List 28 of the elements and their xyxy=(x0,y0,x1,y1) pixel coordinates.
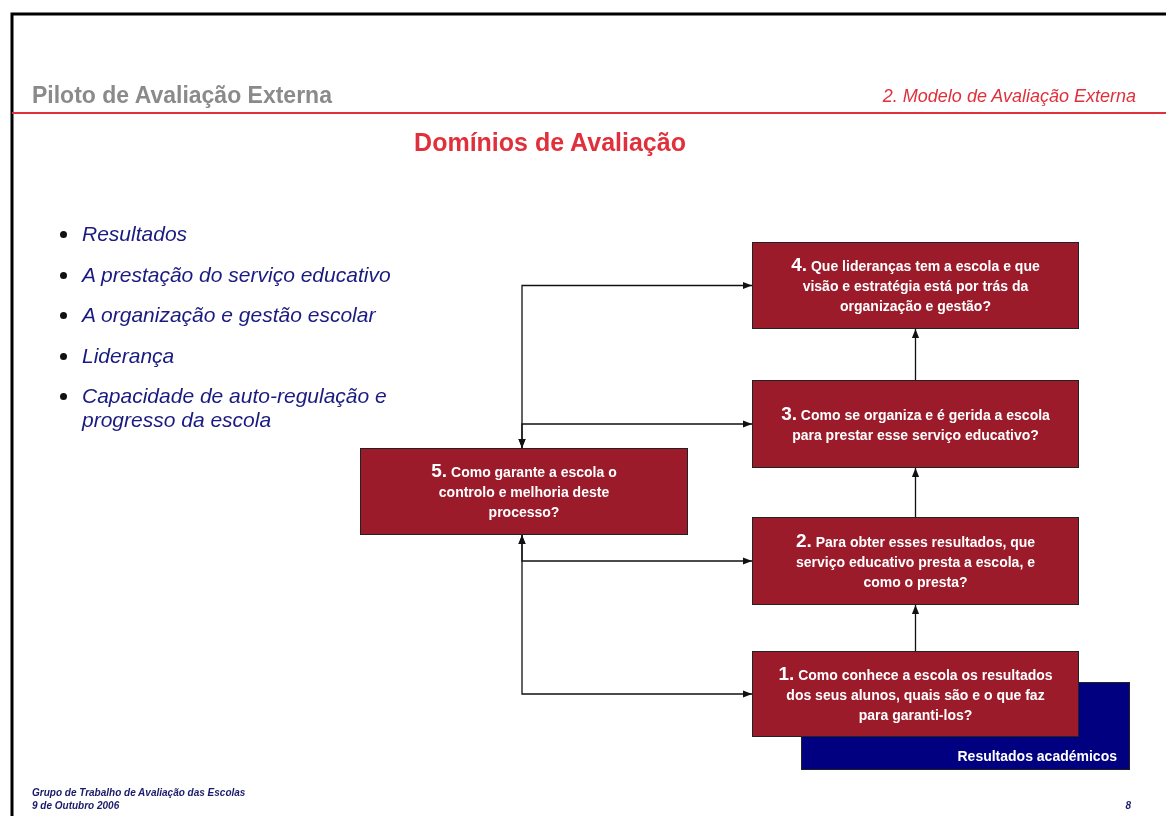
bullet-text: A organização e gestão escolar xyxy=(82,303,376,326)
bullet-text: Resultados xyxy=(82,222,188,245)
arrow xyxy=(518,534,753,698)
question-text: 5. Como garante a escola o controlo e melhoria deste processo? xyxy=(430,461,618,522)
arrow xyxy=(911,328,920,381)
footer-text: Grupo de Trabalho de Avaliação das Escolas xyxy=(32,787,246,798)
question-text: 1. Como conhece a escola os resultados dos seus alunos, quais são e o que faz para garanti-los? xyxy=(777,663,1054,725)
header-title: Piloto de Avaliação Externa xyxy=(32,82,332,109)
arrow xyxy=(911,604,920,652)
section-title: 2. Modelo de Avaliação Externa xyxy=(882,86,1136,107)
arrow xyxy=(518,420,753,449)
question-text: 3. Como se organiza e é gerida a escola para prestar esse serviço educativo? xyxy=(780,403,1051,445)
question-box xyxy=(752,517,1079,605)
footer-date: 9 de Outubro 2006 xyxy=(32,800,120,811)
arrow xyxy=(911,467,920,518)
question-text: 4. Que lideranças tem a escola e que visão e estratégia está por trás da organização e gestão? xyxy=(790,255,1041,316)
page-number: 8 xyxy=(1125,800,1131,811)
question-text: 2. Para obter esses resultados, que serviço educativo presta a escola, e como o presta? xyxy=(794,530,1037,592)
bullet-text: Capacidade de auto-regulação e progresso da escola xyxy=(82,384,387,431)
question-box xyxy=(360,448,688,535)
question-box xyxy=(752,380,1079,468)
category-box xyxy=(801,737,1130,770)
category-label: Resultados académicos xyxy=(957,748,1117,764)
bullet-text: Liderança xyxy=(82,343,175,367)
slide-title: Domínios de Avaliação xyxy=(413,128,687,157)
bullet-text: A prestação do serviço educativo xyxy=(82,262,391,286)
question-box xyxy=(752,651,1079,737)
question-box xyxy=(752,242,1079,329)
